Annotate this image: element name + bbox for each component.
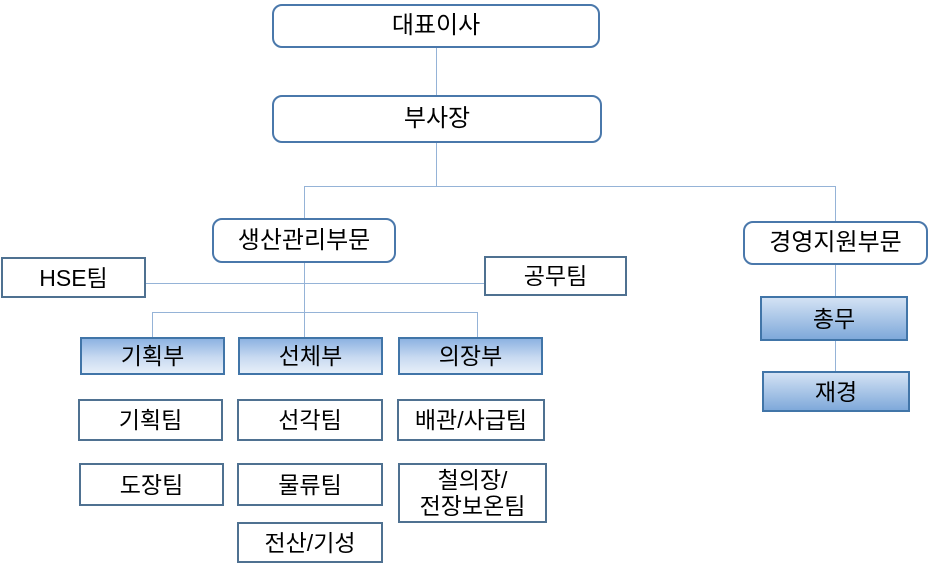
org-node-outfitting-department: 의장부 <box>398 337 543 375</box>
connector-rail-to-planning-dept <box>152 312 153 337</box>
org-node-label: 전산/기성 <box>264 529 356 556</box>
org-node-label: 선각팀 <box>278 407 342 433</box>
org-node-vice-president: 부사장 <box>272 95 602 143</box>
org-node-label: 공무팀 <box>523 263 588 289</box>
org-node-general-affairs-team: 총무 <box>760 296 908 341</box>
connector-hse-to-gongmu <box>146 283 484 284</box>
org-node-finance-team: 재경 <box>762 371 910 412</box>
org-node-planning-department: 기획부 <box>80 337 225 375</box>
org-node-production-management-division: 생산관리부문 <box>212 218 396 263</box>
org-node-label: 재경 <box>814 378 858 405</box>
org-node-label: 부사장 <box>403 105 471 132</box>
connector-production-to-depts <box>304 263 305 337</box>
org-node-label: 배관/사급팀 <box>414 407 528 433</box>
org-node-construction-affairs-team: 공무팀 <box>484 256 627 296</box>
connector-genaff-to-finance <box>835 341 836 371</box>
org-node-piping-supply-team: 배관/사급팀 <box>397 399 545 441</box>
org-node-label: 경영지원부문 <box>769 229 902 256</box>
connector-rail-to-outfitting-dept <box>477 312 478 337</box>
org-node-label: 기획부 <box>120 343 185 369</box>
org-node-hse-team: HSE팀 <box>1 257 146 298</box>
connector-management-to-genaff <box>835 265 836 296</box>
org-node-label: 생산관리부문 <box>237 226 371 254</box>
org-node-label: 기획팀 <box>118 407 183 433</box>
org-node-label: HSE팀 <box>39 264 108 291</box>
connector-trunk-horizontal <box>304 186 836 187</box>
org-node-hull-department: 선체부 <box>238 337 383 375</box>
org-node-label: 총무 <box>812 305 856 332</box>
org-node-label: 물류팀 <box>278 471 342 498</box>
org-node-label: 선체부 <box>278 343 343 369</box>
connector-vp-to-trunk <box>436 143 437 186</box>
org-node-ceo: 대표이사 <box>272 4 600 48</box>
org-node-label: 대표이사 <box>391 12 481 39</box>
connector-dept-rail <box>152 312 477 313</box>
org-node-planning-team: 기획팀 <box>78 399 223 441</box>
connector-trunk-to-management <box>835 186 836 221</box>
org-node-label: 철의장/ 전장보온팀 <box>419 467 526 519</box>
connector-trunk-to-production <box>304 186 305 218</box>
org-node-logistics-team: 물류팀 <box>237 463 383 506</box>
org-node-computing-progress-team: 전산/기성 <box>237 522 383 563</box>
org-node-management-support-division: 경영지원부문 <box>743 221 928 265</box>
org-node-label: 도장팀 <box>119 471 184 498</box>
org-node-label: 의장부 <box>438 343 503 369</box>
org-node-painting-team: 도장팀 <box>79 463 224 506</box>
org-node-hull-construction-team: 선각팀 <box>237 399 383 441</box>
connector-ceo-to-vp <box>436 48 437 95</box>
org-node-steel-outfitting-insulation-team: 철의장/ 전장보온팀 <box>398 463 547 523</box>
